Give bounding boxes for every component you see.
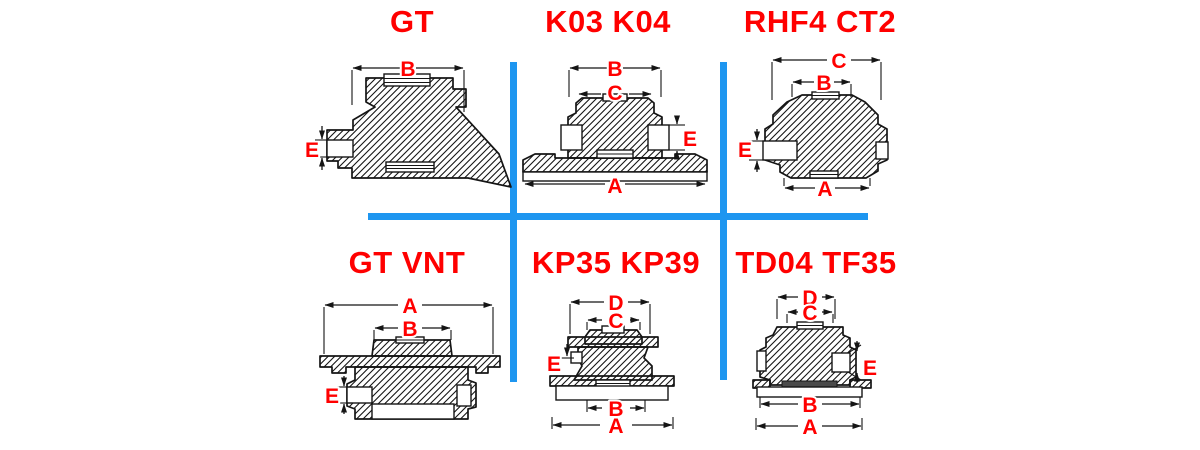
dim-a-group bbox=[323, 302, 494, 354]
dim-a-group bbox=[551, 417, 674, 429]
port-cutout-left bbox=[756, 350, 767, 372]
rhf4-ct2-cross-section-drawing: C B E A bbox=[736, 48, 889, 203]
gt-cross-section-drawing: B E bbox=[303, 56, 512, 188]
top-boss bbox=[395, 336, 425, 344]
top-boss bbox=[602, 93, 628, 102]
housing-cross-section bbox=[326, 77, 512, 188]
upper-flange bbox=[567, 336, 659, 348]
dim-label-e: E bbox=[305, 139, 319, 162]
grid-divider-vertical-left bbox=[510, 62, 517, 382]
dim-c-group bbox=[771, 57, 882, 100]
port-cutout bbox=[326, 139, 354, 158]
dim-label-e: E bbox=[325, 385, 339, 408]
top-boss bbox=[601, 325, 625, 334]
dim-label-a: A bbox=[607, 175, 622, 198]
dim-label-b: B bbox=[816, 72, 831, 95]
dim-label-b: B bbox=[400, 58, 415, 81]
dim-label-a: A bbox=[608, 415, 623, 438]
dim-e-group bbox=[337, 376, 353, 414]
top-boss bbox=[811, 91, 840, 100]
port-cutout-right bbox=[831, 352, 851, 373]
dim-label-e: E bbox=[547, 353, 561, 376]
dim-d-group bbox=[569, 299, 651, 334]
panel-title-gt: GT bbox=[389, 4, 435, 39]
dim-label-d: D bbox=[802, 287, 817, 310]
dim-b-group bbox=[586, 400, 646, 412]
dim-label-c: C bbox=[608, 310, 623, 333]
bottom-boss bbox=[385, 161, 435, 173]
panel-title-td04-tf35: TD04 TF35 bbox=[735, 245, 897, 280]
dim-label-b: B bbox=[802, 394, 817, 417]
dim-label-e: E bbox=[683, 128, 697, 151]
dim-a-group bbox=[783, 178, 871, 191]
dim-label-e: E bbox=[738, 139, 752, 162]
bottom-inset bbox=[371, 403, 455, 420]
dim-a-group bbox=[755, 418, 863, 430]
bottom-boss bbox=[809, 170, 839, 179]
dim-e-group bbox=[749, 129, 765, 172]
k03-k04-cross-section-drawing: B C E A bbox=[522, 56, 708, 200]
dim-label-a: A bbox=[802, 416, 817, 439]
port-cutout-right bbox=[875, 141, 889, 160]
top-boss bbox=[383, 73, 431, 87]
panel-title-gt-vnt: GT VNT bbox=[348, 245, 466, 280]
base-plate bbox=[756, 386, 863, 398]
dim-label-a: A bbox=[817, 178, 832, 201]
housing-cross-section bbox=[764, 94, 888, 179]
housing-cross-section bbox=[567, 97, 663, 159]
dim-c-group bbox=[786, 309, 834, 323]
port-cutout-left bbox=[560, 124, 583, 151]
kp35-kp39-cross-section-drawing: D C E B A bbox=[545, 290, 675, 440]
dim-label-b: B bbox=[608, 398, 623, 421]
panel-title-k03-k04: K03 K04 bbox=[545, 4, 671, 39]
grid-divider-horizontal bbox=[368, 213, 868, 220]
base-plate bbox=[555, 385, 669, 401]
housing-cross-section bbox=[573, 346, 653, 381]
panel-title-kp35-kp39: KP35 KP39 bbox=[531, 245, 701, 280]
dim-label-c: C bbox=[607, 82, 622, 105]
dim-d-group bbox=[776, 294, 836, 319]
dim-label-e: E bbox=[863, 357, 877, 380]
flange-plate bbox=[319, 355, 501, 374]
dim-label-d: D bbox=[608, 292, 623, 315]
dim-e-group bbox=[560, 344, 574, 359]
dim-label-c: C bbox=[802, 302, 817, 325]
dim-label-c: C bbox=[831, 50, 846, 73]
panel-title-rhf4-ct2: RHF4 CT2 bbox=[743, 4, 897, 39]
port-cutout-right bbox=[456, 384, 472, 407]
grid-divider-vertical-right bbox=[720, 62, 727, 380]
dim-label-b: B bbox=[607, 58, 622, 81]
td04-tf35-cross-section-drawing: D C E B A bbox=[752, 285, 879, 441]
dim-b-group bbox=[759, 397, 861, 408]
dim-c-group bbox=[586, 317, 641, 330]
port-cutout-left bbox=[762, 140, 798, 161]
dim-label-b: B bbox=[402, 318, 417, 341]
top-boss bbox=[796, 321, 824, 330]
gasket-boss bbox=[781, 380, 838, 388]
port-cutout-right bbox=[647, 124, 670, 151]
dim-b-group bbox=[373, 325, 452, 340]
dim-e-group bbox=[669, 115, 685, 160]
port-cutout-left bbox=[346, 386, 373, 404]
dim-label-a: A bbox=[402, 295, 417, 318]
base-plate bbox=[522, 171, 708, 182]
gt-vnt-cross-section-drawing: A B E bbox=[319, 293, 501, 420]
bottom-boss bbox=[596, 149, 634, 159]
dim-e-group bbox=[315, 126, 329, 170]
dim-b-group bbox=[568, 65, 662, 97]
dim-e-group bbox=[847, 341, 862, 383]
